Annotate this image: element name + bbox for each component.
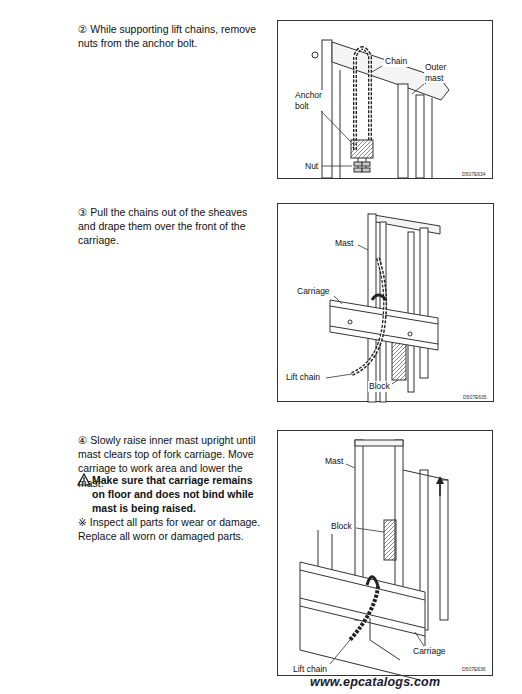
watermark: www.epcatalogs.com bbox=[310, 675, 440, 691]
part-label: Lift chain bbox=[292, 664, 328, 675]
figure-frame bbox=[278, 431, 493, 676]
part-label: Lift chain bbox=[285, 372, 321, 383]
figure-code: D507E634 bbox=[462, 171, 486, 177]
part-label: Carriage bbox=[412, 646, 447, 657]
figure-code: D507E635 bbox=[463, 394, 487, 400]
step-text: ② While supporting lift chains, remove n… bbox=[78, 22, 266, 50]
leader-line bbox=[320, 66, 424, 166]
note-text: ※ Inspect all parts for wear or damage. … bbox=[78, 515, 266, 543]
part-label: Block bbox=[330, 521, 353, 532]
figure-frame bbox=[278, 204, 494, 402]
part-label: Anchor bolt bbox=[294, 90, 330, 111]
figure-code: D507E636 bbox=[462, 666, 486, 672]
part-label: Carriage bbox=[296, 286, 331, 297]
carriage-figure bbox=[330, 214, 440, 402]
step-text: ③ Pull the chains out of the sheaves and… bbox=[78, 205, 266, 248]
part-label: Outer mast bbox=[424, 62, 460, 83]
leader-line bbox=[326, 245, 398, 384]
raised-mast-figure bbox=[300, 440, 448, 680]
part-label: Block bbox=[368, 381, 391, 392]
figure-frame bbox=[278, 21, 493, 179]
part-label: Chain bbox=[384, 56, 408, 67]
leader-line bbox=[330, 464, 424, 664]
part-label: Mast bbox=[334, 238, 354, 249]
warning-text: Make sure that carriage remains on floor… bbox=[92, 473, 266, 516]
mast-top-figure bbox=[312, 40, 449, 178]
part-label: Nut bbox=[304, 161, 319, 172]
up-arrow bbox=[436, 476, 444, 496]
part-label: Mast bbox=[324, 456, 344, 467]
